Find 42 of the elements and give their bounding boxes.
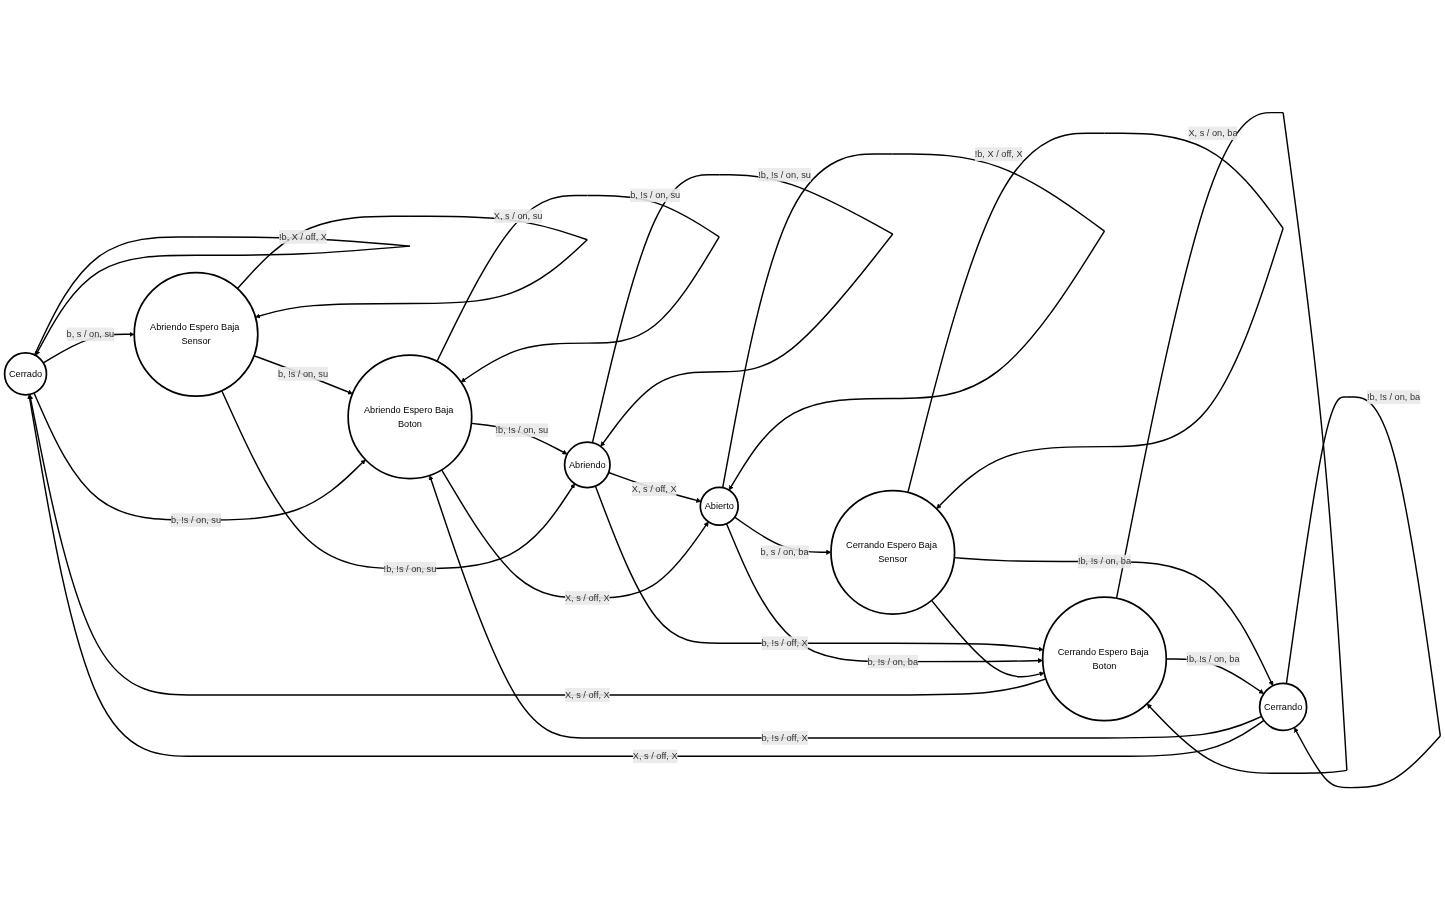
- edge-label: b, !s / off, X: [761, 732, 808, 743]
- node-circle: Cerrando Espero Baja Sensor: [830, 489, 956, 615]
- arrow: [1285, 396, 1442, 789]
- arrow: [253, 354, 353, 395]
- arrow: [607, 471, 702, 503]
- edge-label: !b, !s / on, su: [383, 563, 437, 574]
- edge-label: X, s / off, X: [631, 483, 677, 494]
- arrow: [28, 394, 1047, 696]
- arrow: [1115, 111, 1348, 774]
- edge-label: !b, X / off, X: [279, 231, 327, 242]
- edge-label: b, s / on, su: [66, 329, 115, 339]
- edge-label: b, !s / on, su: [277, 368, 329, 379]
- arrow: [440, 469, 709, 599]
- edge-label: !b, !s / on, ba: [1077, 556, 1132, 566]
- edge-label: b, !s / off, X: [761, 637, 808, 648]
- node-circle: Abriendo Espero Baja Sensor: [133, 271, 259, 397]
- edge-label: X, s / off, X: [564, 592, 610, 603]
- node-circle: Cerrando: [1258, 682, 1308, 732]
- edge-label: X, s / on, ba: [1188, 128, 1238, 138]
- node-circle: Cerrado: [3, 351, 48, 396]
- arrow: [33, 392, 366, 521]
- edge-label: !b, !s / on, su: [758, 169, 811, 180]
- arrow: [725, 522, 1043, 663]
- arrow: [907, 132, 1284, 509]
- edge-label: X, s / off, X: [632, 751, 678, 761]
- arrow: [220, 389, 575, 570]
- edge-label: b, !s / on, su: [170, 514, 222, 525]
- node-circle: Abriendo Espero Baja Boton: [347, 354, 473, 480]
- arrow: [721, 153, 1106, 491]
- edge-label: X, s / off, X: [564, 689, 610, 700]
- edge-label: b, s / on, ba: [760, 547, 809, 557]
- node-circle: Abriendo: [563, 441, 611, 489]
- node-circle: Abierto: [699, 486, 739, 526]
- edge-label: !b, !s / on, ba: [1186, 653, 1240, 664]
- edge-label: X, s / on, su: [493, 210, 543, 221]
- arrow: [930, 599, 1045, 678]
- edge-label: b, !s / on, ba: [867, 656, 919, 667]
- edge-label: !b, !s / on, su: [495, 425, 549, 435]
- edge-label: !b, !s / on, ba: [1367, 391, 1421, 402]
- edge-label: !b, X / off, X: [974, 148, 1023, 159]
- edge-label: b, !s / on, su: [630, 190, 681, 200]
- node-circle: Cerrando Espero Baja Boton: [1041, 596, 1168, 722]
